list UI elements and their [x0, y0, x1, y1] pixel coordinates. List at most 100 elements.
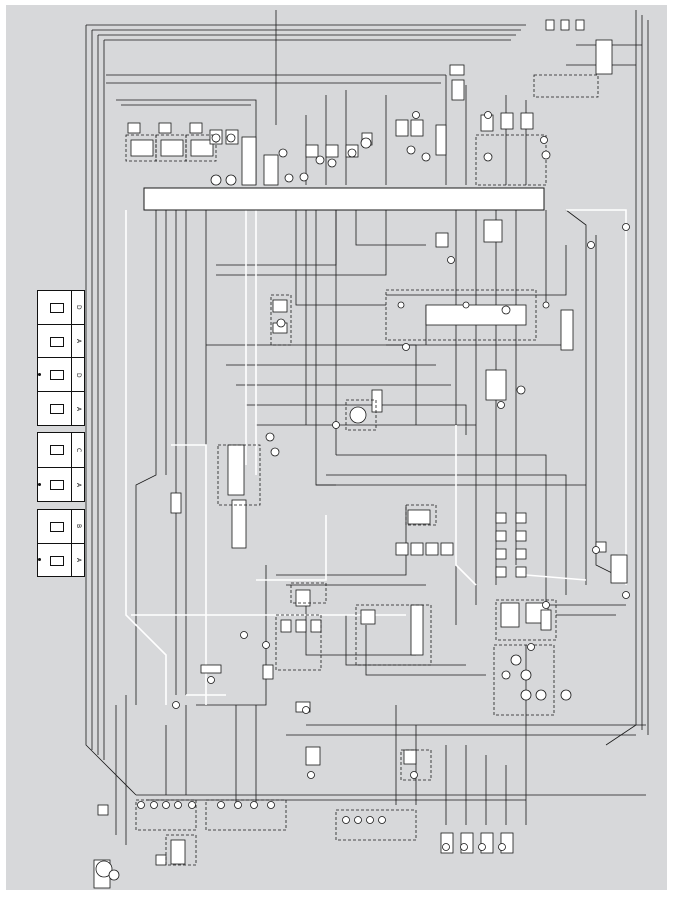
connector-block — [515, 512, 527, 524]
connector-block — [410, 604, 424, 656]
connector-block — [485, 369, 507, 401]
connector-outline — [270, 294, 292, 346]
connector-block — [231, 499, 247, 549]
wire-label-bubble — [302, 706, 310, 714]
legend-row-2: A — [38, 467, 84, 502]
connector-block — [435, 124, 447, 156]
component-node — [542, 301, 550, 309]
wire-label-bubble — [162, 801, 170, 809]
circuit-wire — [355, 210, 426, 246]
wire-label-bubble — [622, 591, 630, 599]
wire-label-bubble — [307, 771, 315, 779]
connector-block — [295, 589, 311, 607]
wire-label-bubble — [234, 801, 242, 809]
connector-block — [227, 444, 245, 496]
component-node — [535, 689, 547, 701]
connector-block — [500, 602, 520, 628]
wire-label-bubble — [207, 676, 215, 684]
connector-symbol-icon — [50, 445, 64, 455]
wire-label-bubble — [137, 801, 145, 809]
component-node — [347, 148, 357, 158]
highlight-wire — [455, 425, 477, 586]
connector-block — [425, 304, 527, 326]
connector-block — [295, 619, 307, 633]
legend-tag: A — [71, 392, 84, 426]
connector-block — [435, 232, 449, 248]
legend-group-3: B A — [37, 509, 85, 577]
wire-label-bubble — [412, 111, 420, 119]
connector-block — [540, 609, 552, 631]
connector-block — [449, 64, 465, 76]
legend-tag: D — [71, 291, 84, 324]
component-node — [397, 301, 405, 309]
wire-label-bubble — [540, 136, 548, 144]
circuit-wire — [315, 210, 336, 486]
white-wire-layer — [125, 209, 627, 705]
connector-outline — [335, 809, 417, 841]
component-node — [541, 150, 551, 160]
connector-block — [495, 530, 507, 542]
connector-block — [395, 119, 409, 137]
connector-symbol-icon — [50, 480, 64, 490]
legend-row-1: B — [38, 510, 84, 543]
connector-block — [495, 566, 507, 578]
wire-layer — [85, 10, 649, 845]
component-node — [225, 174, 237, 186]
wire-label-bubble — [342, 816, 350, 824]
wire-label-bubble — [240, 631, 248, 639]
wire-label-bubble — [527, 643, 535, 651]
connector-outline — [400, 749, 432, 781]
connector-block — [495, 548, 507, 560]
junction-dot-icon — [38, 373, 41, 376]
component-node — [520, 669, 532, 681]
highlight-wire — [525, 574, 587, 581]
legend-row-4: A — [38, 391, 84, 426]
component-node — [520, 689, 532, 701]
connector-outline — [205, 799, 287, 831]
wire-label-bubble — [267, 801, 275, 809]
connector-outline — [493, 644, 555, 716]
circuit-wire — [196, 565, 267, 706]
connector-block — [97, 804, 109, 816]
main-harness-bar — [143, 187, 545, 211]
connector-block — [371, 389, 383, 413]
connector-block — [241, 136, 257, 186]
wire-label-bubble — [497, 401, 505, 409]
connector-outline — [345, 399, 377, 431]
connector-block — [305, 746, 321, 766]
component-node — [560, 689, 572, 701]
connector-block — [440, 542, 454, 556]
wire-label-bubble — [622, 223, 630, 231]
component-node — [265, 432, 275, 442]
connector-outline — [355, 604, 432, 666]
connector-outline — [405, 504, 437, 526]
legend-tag: B — [71, 510, 84, 543]
wire-label-bubble — [542, 601, 550, 609]
wire-label-bubble — [378, 816, 386, 824]
circuit-wire — [595, 235, 617, 576]
component-node — [327, 158, 337, 168]
wire-label-bubble — [262, 641, 270, 649]
connector-block — [395, 542, 409, 556]
legend-group-1: D A D A — [37, 290, 85, 426]
legend-row-3: D — [38, 357, 84, 392]
component-node — [278, 148, 288, 158]
connector-block — [403, 749, 417, 765]
connector-block — [410, 542, 424, 556]
wire-label-bubble — [332, 421, 340, 429]
connector-block — [200, 664, 222, 674]
component-node — [349, 406, 367, 424]
component-node — [406, 145, 416, 155]
circuit-wire — [216, 210, 387, 276]
connector-block — [155, 854, 167, 866]
wire-label-bubble — [460, 843, 468, 851]
connector-outline — [533, 74, 599, 98]
connector-block — [310, 619, 322, 633]
highlight-wire — [566, 209, 627, 585]
connector-symbol-icon — [50, 522, 64, 532]
legend-row-2: A — [38, 324, 84, 358]
connector-block — [483, 219, 503, 243]
connector-outline — [290, 582, 327, 604]
wire-label-bubble — [188, 801, 196, 809]
component-node — [510, 654, 522, 666]
